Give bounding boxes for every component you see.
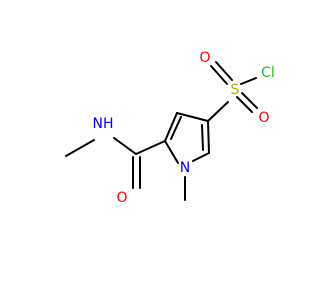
bond-ring-c2-n1 — [192, 152, 210, 162]
bond-ring-c4-c3 — [176, 112, 209, 122]
atom-labels: Cl S O O O NH N — [93, 50, 275, 206]
atom-o-bottom: O — [258, 110, 269, 126]
bond-s-o-bottom-a — [236, 96, 253, 113]
atom-nh: NH — [93, 116, 114, 132]
bond-s-o-bottom-b — [241, 92, 258, 109]
bond-s-cl — [240, 77, 257, 85]
atom-cl: Cl — [261, 65, 275, 81]
bond-ring-n1-c5 — [164, 140, 179, 164]
bonds — [65, 61, 258, 201]
bond-c3-s — [207, 101, 229, 122]
bond-ring-c3-c2-inner — [201, 124, 204, 151]
atom-s: S — [231, 82, 240, 98]
molecule-structure: Cl S O O O NH N — [65, 50, 275, 206]
bond-carbonyl-c-ring-c5 — [135, 140, 166, 155]
bond-s-o-top-b — [215, 61, 233, 81]
atom-o-carbonyl: O — [116, 190, 127, 206]
bond-nh-carbonyl-c — [113, 137, 137, 155]
bond-s-o-top-a — [210, 65, 228, 85]
bond-ring-c3-c2 — [207, 120, 210, 154]
bond-ring-c5-c4 — [164, 112, 178, 142]
atom-n-ring: N — [180, 160, 190, 176]
atom-o-top: O — [199, 50, 210, 66]
bond-methyl-nh — [65, 139, 95, 157]
bond-ring-c5-c4-inner — [170, 116, 182, 140]
